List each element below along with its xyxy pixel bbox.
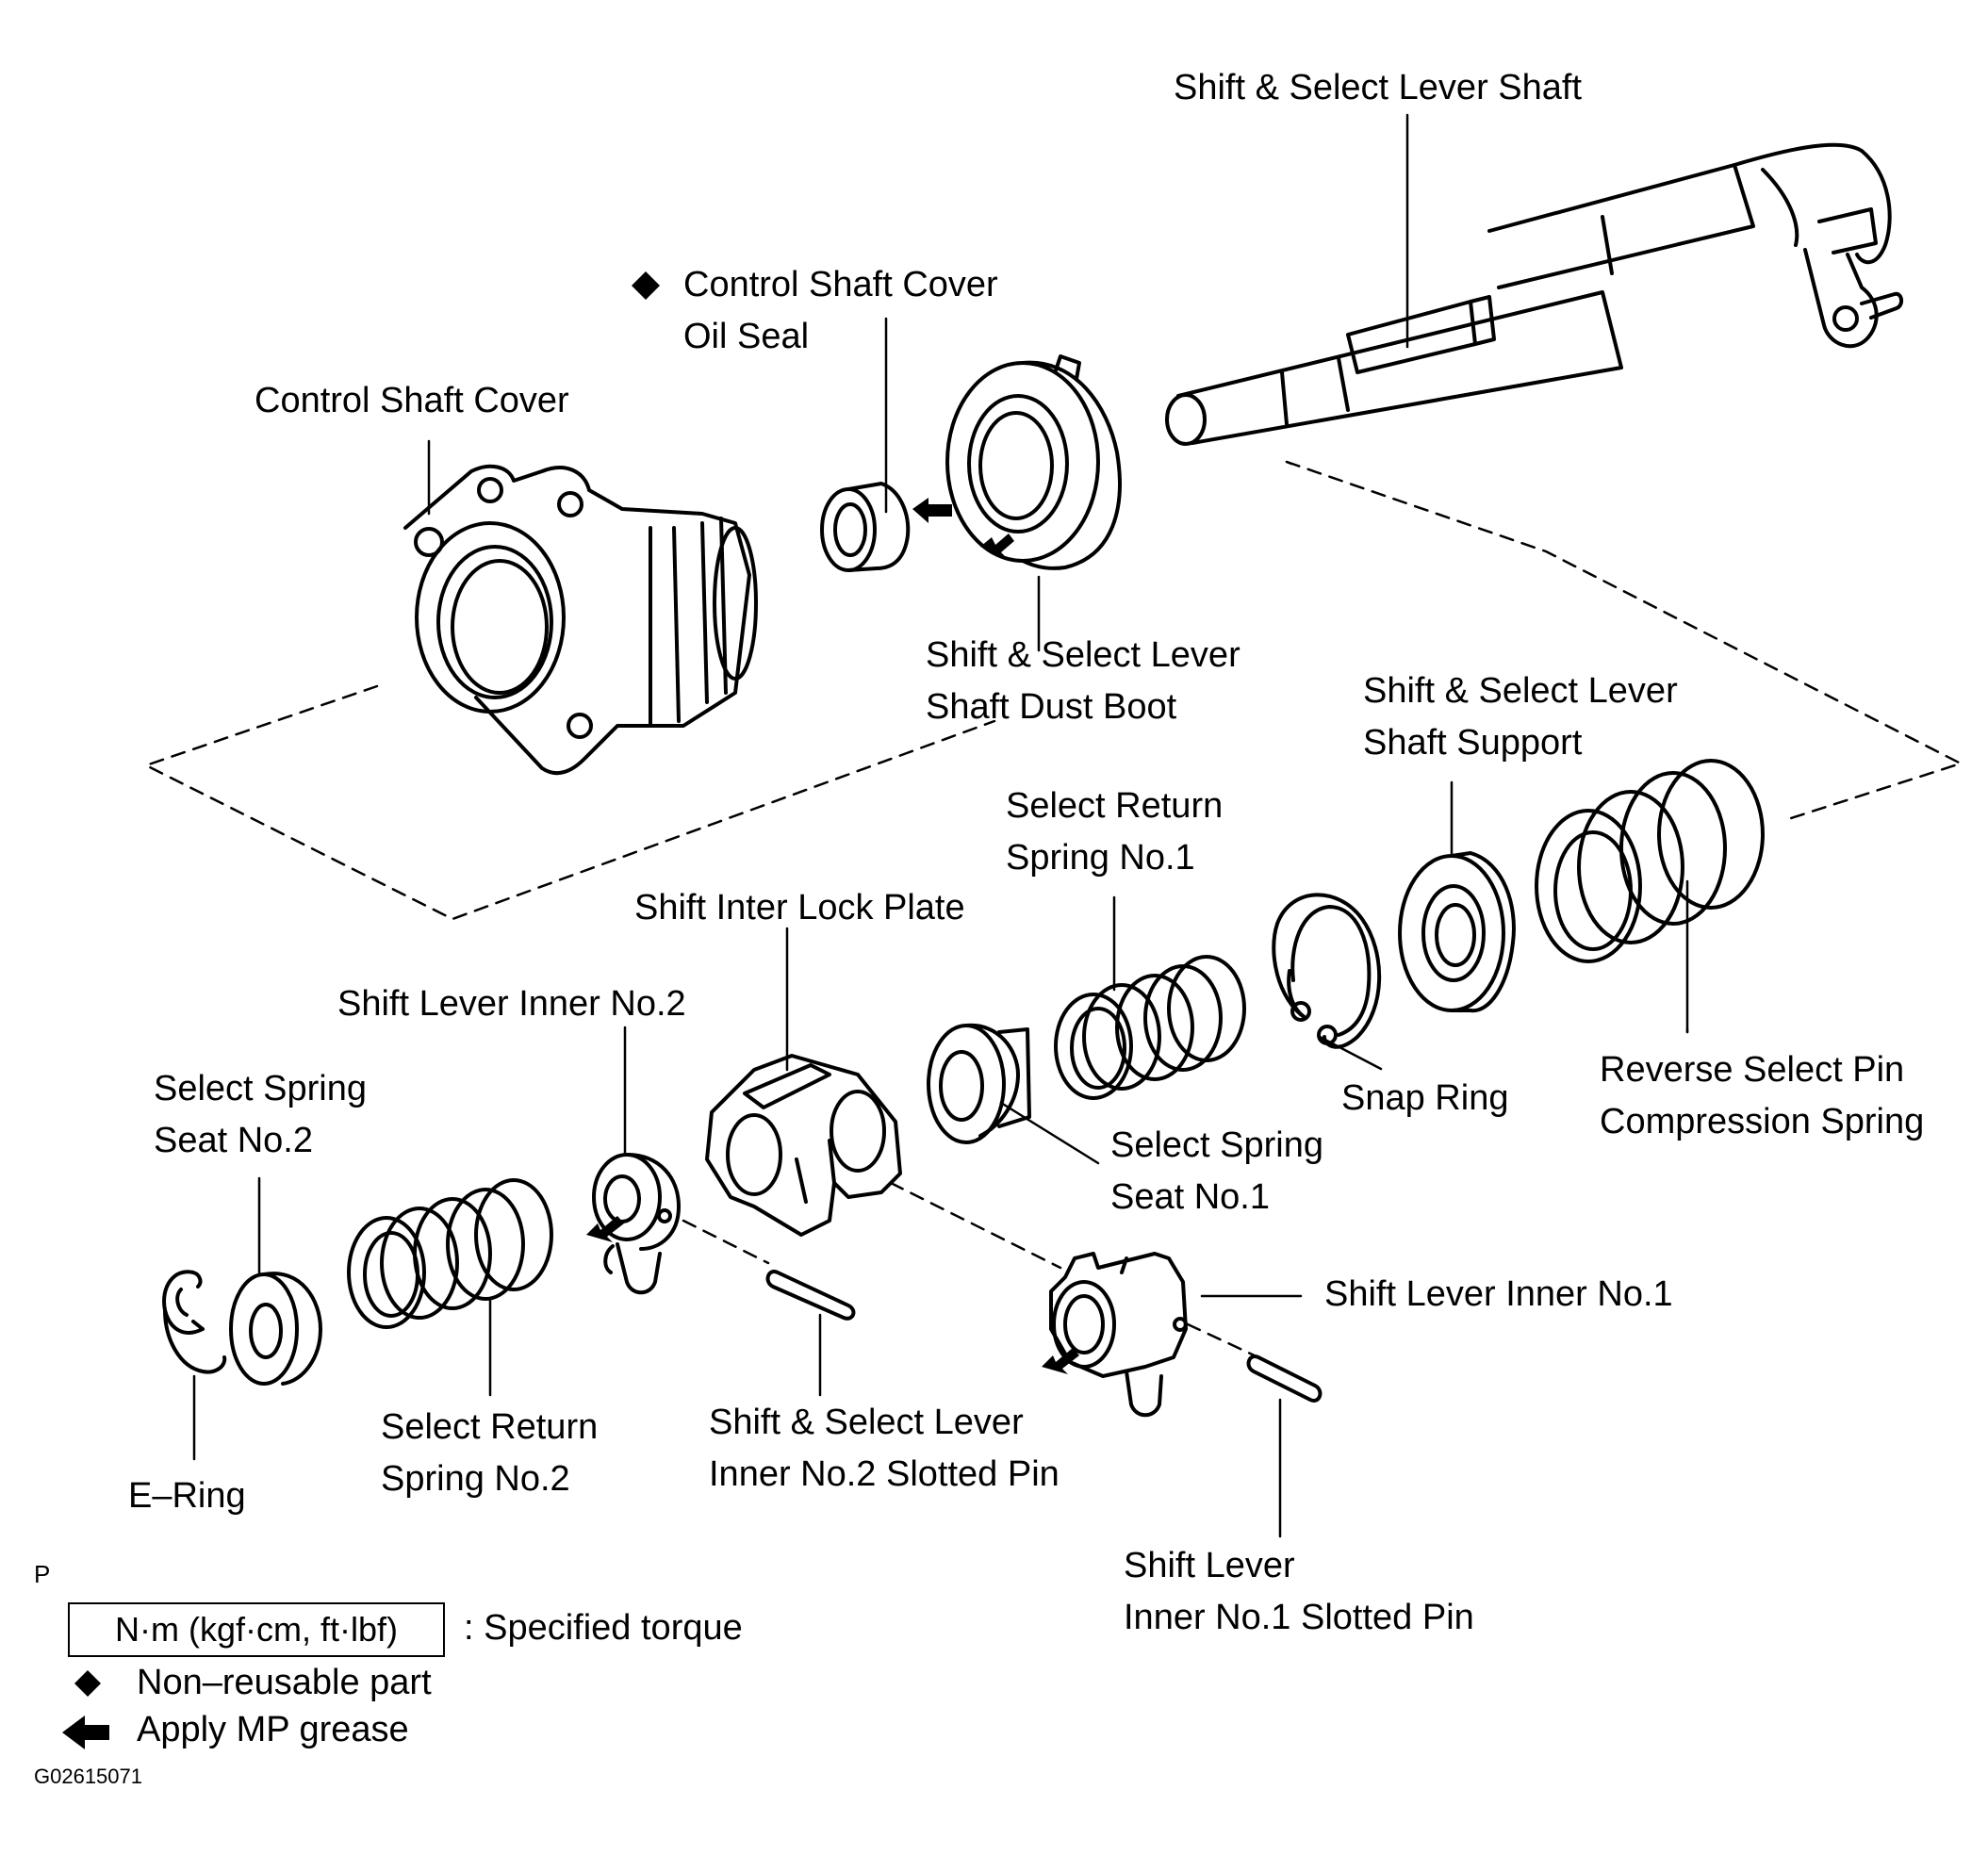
assembly-dashed-outline	[144, 460, 1963, 921]
non-reusable-diamond-icon	[632, 271, 660, 300]
snap-ring	[1272, 893, 1382, 1049]
label-inner-no2-pin-line2: Inner No.2 Slotted Pin	[709, 1454, 1060, 1494]
label-reverse-spring-line2: Compression Spring	[1600, 1102, 1925, 1141]
label-shift-lever-inner-no1: Shift Lever Inner No.1	[1324, 1274, 1673, 1314]
label-select-spring-seat-no1-line1: Select Spring	[1110, 1125, 1324, 1165]
inner-no2-slotted-pin	[765, 1270, 856, 1321]
legend-diamond-icon	[74, 1670, 101, 1697]
control-shaft-cover-oil-seal	[820, 482, 911, 572]
inner-no1-slotted-pin	[1246, 1354, 1323, 1403]
label-inner-no2-pin-line1: Shift & Select Lever	[709, 1403, 1024, 1442]
select-spring-seat-no2	[229, 1272, 322, 1386]
pin-axis-dashed-lines	[682, 1181, 1260, 1359]
select-spring-seat-no1	[927, 1023, 1031, 1144]
label-shift-inter-lock-plate: Shift Inter Lock Plate	[634, 888, 965, 928]
select-return-spring-no1	[1054, 955, 1246, 1100]
label-select-return-spring-no1-line1: Select Return	[1006, 786, 1224, 826]
shift-lever-inner-no2	[592, 1153, 681, 1295]
label-select-return-spring-no2-line2: Spring No.2	[381, 1459, 570, 1499]
control-shaft-cover	[403, 464, 758, 776]
label-inner-no1-pin-line1: Shift Lever	[1124, 1546, 1295, 1585]
legend-grease: Apply MP grease	[137, 1710, 409, 1749]
shaft-dust-boot	[945, 354, 1122, 570]
label-dust-boot-line1: Shift & Select Lever	[926, 635, 1240, 675]
e-ring	[162, 1270, 227, 1374]
legend-non-reusable: Non–reusable part	[137, 1663, 432, 1702]
label-shaft-support-line1: Shift & Select Lever	[1363, 671, 1678, 711]
label-oil-seal-line1: Control Shaft Cover	[683, 265, 998, 304]
figure-code: G02615071	[34, 1765, 142, 1788]
select-return-spring-no2	[347, 1178, 553, 1329]
label-shaft-support-line2: Shaft Support	[1363, 723, 1583, 763]
shift-select-lever-shaft	[1165, 142, 1903, 446]
legend-grease-arrow-icon	[62, 1715, 109, 1749]
label-shift-select-lever-shaft: Shift & Select Lever Shaft	[1174, 68, 1583, 107]
mp-grease-arrow-icons	[586, 498, 1079, 1374]
shaft-support	[1398, 851, 1516, 1013]
shift-inter-lock-plate	[705, 1054, 902, 1237]
label-e-ring: E–Ring	[128, 1476, 246, 1516]
label-select-return-spring-no1-line2: Spring No.1	[1006, 838, 1195, 878]
label-reverse-spring-line1: Reverse Select Pin	[1600, 1050, 1905, 1090]
label-select-spring-seat-no2-line1: Select Spring	[154, 1069, 368, 1108]
label-dust-boot-line2: Shaft Dust Boot	[926, 687, 1177, 727]
label-snap-ring: Snap Ring	[1341, 1078, 1509, 1118]
reverse-select-pin-compression-spring	[1535, 759, 1765, 963]
label-select-spring-seat-no2-line2: Seat No.2	[154, 1121, 313, 1160]
leader-lines	[192, 113, 1689, 1538]
legend-p-mark: P	[34, 1560, 51, 1588]
label-control-shaft-cover: Control Shaft Cover	[255, 381, 569, 420]
label-oil-seal-line2: Oil Seal	[683, 317, 810, 356]
legend-torque-description: : Specified torque	[464, 1608, 743, 1648]
shift-lever-inner-no1	[1049, 1252, 1188, 1418]
label-select-spring-seat-no1-line2: Seat No.1	[1110, 1177, 1270, 1217]
label-select-return-spring-no2-line1: Select Return	[381, 1407, 599, 1447]
legend-torque-box: N·m (kgf·cm, ft·lbf)	[68, 1602, 445, 1657]
label-inner-no1-pin-line2: Inner No.1 Slotted Pin	[1124, 1598, 1474, 1637]
label-shift-lever-inner-no2: Shift Lever Inner No.2	[337, 984, 686, 1024]
